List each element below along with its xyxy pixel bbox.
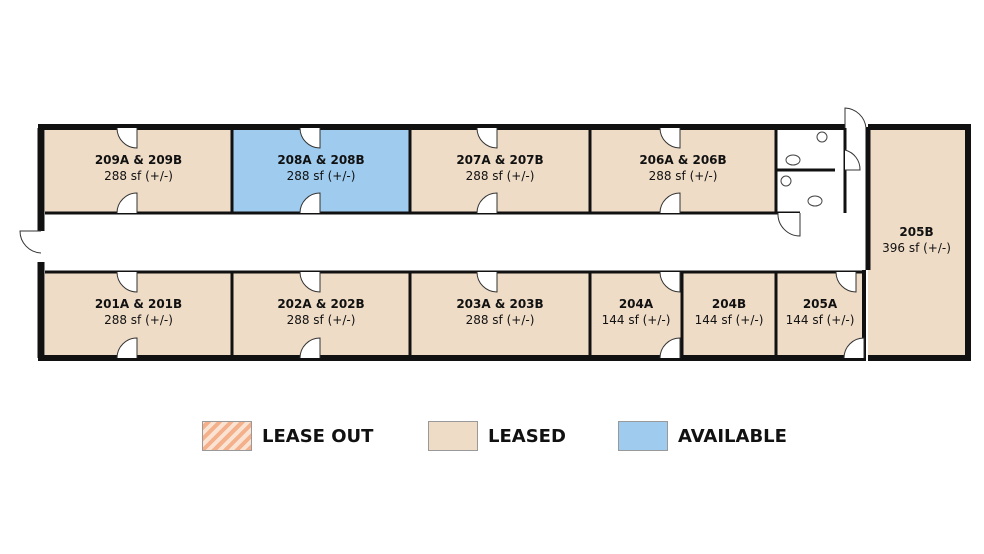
door-icon [116, 271, 138, 293]
door-icon [116, 337, 138, 359]
door-icon [476, 271, 498, 293]
room-207[interactable] [410, 128, 590, 213]
door-icon [844, 149, 861, 171]
leased-swatch [428, 421, 478, 451]
room-209[interactable] [45, 128, 232, 213]
room-name: 204B [711, 297, 747, 311]
room-name: 204A [618, 297, 654, 311]
room-label-204A: 204A 144 sf (+/-) [602, 296, 671, 328]
room-name: 201A & 201B [94, 297, 183, 311]
door-icon [659, 271, 681, 293]
door-icon [843, 337, 865, 359]
legend-label: AVAILABLE [678, 425, 787, 447]
room-area: 396 sf (+/-) [882, 241, 951, 255]
sink-icon [816, 131, 828, 143]
door-swings [19, 107, 867, 359]
door-icon [116, 127, 138, 149]
door-icon [19, 230, 42, 254]
door-icon [659, 337, 681, 359]
room-201[interactable] [45, 272, 232, 358]
room-area: 288 sf (+/-) [104, 168, 173, 183]
room-206[interactable] [590, 128, 776, 213]
door-icon [116, 192, 138, 214]
legend-lease-out: LEASE OUT [202, 421, 373, 451]
room-area: 144 sf (+/-) [694, 313, 764, 327]
room-208[interactable] [232, 128, 410, 213]
room-label-205B: 205B 396 sf (+/-) [882, 224, 951, 256]
room-label-203: 203A & 203B 288 sf (+/-) [456, 296, 543, 328]
room-name: 206A & 206B [639, 152, 727, 167]
room-name: 205B [899, 225, 934, 239]
room-name: 203A & 203B [456, 297, 544, 311]
door-icon [299, 337, 321, 359]
room-label-202: 202A & 202B 288 sf (+/-) [277, 296, 364, 328]
door-icon [844, 107, 867, 129]
room-label-205A: 205A 144 sf (+/-) [786, 296, 855, 328]
room-name: 208A & 208B [277, 152, 365, 167]
room-area: 288 sf (+/-) [286, 168, 356, 183]
room-205B[interactable] [868, 128, 965, 358]
room-name: 209A & 209B [94, 152, 183, 167]
toilet-icon [785, 154, 801, 166]
door-icon [659, 192, 681, 214]
room-area: 288 sf (+/-) [286, 313, 356, 327]
door-icon [835, 271, 857, 293]
sink-icon [780, 175, 792, 187]
hatched-swatch [202, 421, 252, 451]
room-204B[interactable] [682, 272, 776, 358]
door-icon [299, 127, 321, 149]
door-icon [476, 192, 498, 214]
room-label-204B: 204B 144 sf (+/-) [695, 296, 764, 328]
room-area: 288 sf (+/-) [648, 168, 718, 183]
door-icon [299, 271, 321, 293]
room-name: 202A & 202B [277, 297, 365, 311]
legend-leased: LEASED [428, 421, 566, 451]
legend-label: LEASE OUT [262, 425, 374, 447]
available-swatch [618, 421, 668, 451]
door-icon [659, 127, 681, 149]
fixtures [780, 131, 828, 207]
room-area: 144 sf (+/-) [785, 313, 855, 327]
room-203[interactable] [410, 272, 590, 358]
room-name: 207A & 207B [456, 152, 544, 167]
room-label-201: 201A & 201B 288 sf (+/-) [95, 296, 182, 328]
room-area: 288 sf (+/-) [465, 168, 535, 183]
legend-label: LEASED [488, 425, 566, 447]
door-icon [777, 212, 801, 237]
room-area: 144 sf (+/-) [601, 313, 671, 327]
door-icon [299, 192, 321, 214]
legend-available: AVAILABLE [618, 421, 787, 451]
toilet-icon [807, 195, 823, 207]
room-area: 288 sf (+/-) [465, 313, 535, 327]
room-name: 205A [802, 297, 838, 311]
room-area: 288 sf (+/-) [104, 313, 173, 327]
door-icon [476, 127, 498, 149]
room-202[interactable] [232, 272, 410, 358]
